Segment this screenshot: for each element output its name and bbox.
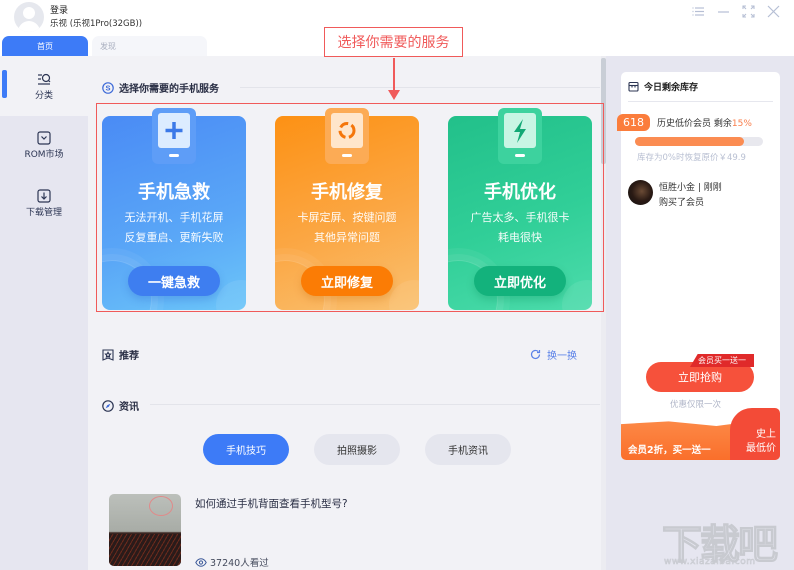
- menu-icon[interactable]: [692, 5, 705, 22]
- phone-lightning-icon: [498, 108, 542, 164]
- tab-phone-tips[interactable]: 手机技巧: [203, 434, 289, 465]
- restore-price-note: 库存为0%时恢复原价￥49.9: [637, 153, 746, 163]
- tab-discover[interactable]: 发现: [92, 36, 207, 57]
- phone-plus-icon: [152, 108, 196, 164]
- tab-home[interactable]: 首页: [2, 36, 88, 57]
- sidebar-item-label: 下载管理: [25, 208, 62, 218]
- news-thumbnail[interactable]: [109, 494, 181, 566]
- refresh-icon: [530, 349, 541, 360]
- eye-icon: [195, 557, 207, 567]
- refresh-button[interactable]: 换一换: [530, 347, 577, 362]
- 618-badge: 618: [617, 114, 650, 131]
- buyer-name: 恒胜小金 | 刚刚: [659, 183, 722, 193]
- box-icon: [628, 81, 639, 92]
- tab-phone-news[interactable]: 手机资讯: [425, 434, 511, 465]
- sidebar-item-label: ROM市场: [24, 150, 64, 160]
- card-title: 手机优化: [484, 182, 556, 203]
- phone-repair-icon: [325, 108, 369, 164]
- category-search-icon: [38, 73, 51, 85]
- card-title: 手机急救: [138, 182, 210, 203]
- news-section-title: 资讯: [102, 398, 139, 413]
- active-indicator: [2, 70, 7, 98]
- promo-banner-text: 会员2折，买一送一: [628, 445, 711, 456]
- compass-icon: [102, 399, 114, 412]
- login-link[interactable]: 登录: [50, 6, 69, 16]
- bookmark-star-icon: [102, 348, 114, 361]
- emergency-button[interactable]: 一键急救: [128, 266, 220, 296]
- recommend-section-title: 推荐: [102, 347, 139, 362]
- annotation-arrow: [393, 58, 395, 92]
- annotation-arrowhead: [388, 90, 400, 100]
- sidebar-item-category[interactable]: 分类: [0, 72, 88, 101]
- card-desc: 无法开机、手机花屏反复重启、更新失败: [124, 211, 224, 244]
- lowest-price-label: 史上最低价: [746, 429, 776, 454]
- card-desc: 卡屏定屏、按键问题其他异常问题: [297, 211, 397, 244]
- device-name: 乐视 (乐视1Pro(32GB)): [50, 19, 143, 29]
- user-avatar[interactable]: [14, 2, 44, 32]
- buy-one-get-one-tag: 会员买一送一: [690, 354, 754, 367]
- download-icon: [37, 189, 51, 203]
- card-emergency[interactable]: 手机急救 无法开机、手机花屏反复重启、更新失败 一键急救: [102, 116, 246, 310]
- fullscreen-icon[interactable]: [742, 5, 755, 22]
- sidebar: 分类 ROM市场 下载管理: [0, 56, 88, 570]
- buy-now-button[interactable]: 立即抢购: [646, 362, 754, 392]
- remaining-percent: 15%: [731, 119, 752, 129]
- close-icon[interactable]: [767, 5, 780, 22]
- sidebar-item-download[interactable]: 下载管理: [0, 189, 88, 218]
- scrollbar-track[interactable]: [601, 56, 606, 570]
- news-views: 37240人看过: [195, 555, 269, 569]
- stock-title: 今日剩余库存: [628, 80, 698, 93]
- minimize-icon[interactable]: [717, 5, 730, 22]
- service-coin-icon: S: [102, 81, 114, 94]
- optimize-button[interactable]: 立即优化: [474, 266, 566, 296]
- promo-text: 历史低价会员 剩余15%: [657, 119, 752, 129]
- repair-button[interactable]: 立即修复: [301, 266, 393, 296]
- sidebar-item-rom-market[interactable]: ROM市场: [0, 131, 88, 160]
- annotation-label: 选择你需要的服务: [324, 27, 463, 57]
- limit-note: 优惠仅限一次: [670, 400, 722, 410]
- tab-photography[interactable]: 拍照摄影: [314, 434, 400, 465]
- news-item-title[interactable]: 如何通过手机背面查看手机型号?: [195, 498, 348, 510]
- services-section-title: S 选择你需要的手机服务: [102, 80, 219, 95]
- stock-card: [621, 72, 780, 460]
- svg-text:S: S: [105, 83, 110, 92]
- buyer-avatar: [628, 180, 653, 205]
- rom-market-icon: [37, 131, 51, 145]
- buyer-action: 购买了会员: [659, 198, 705, 208]
- sidebar-item-label: 分类: [34, 91, 53, 101]
- card-title: 手机修复: [311, 182, 383, 203]
- stock-progress-bar: [635, 137, 763, 146]
- card-desc: 广告太多、手机很卡耗电很快: [470, 211, 570, 244]
